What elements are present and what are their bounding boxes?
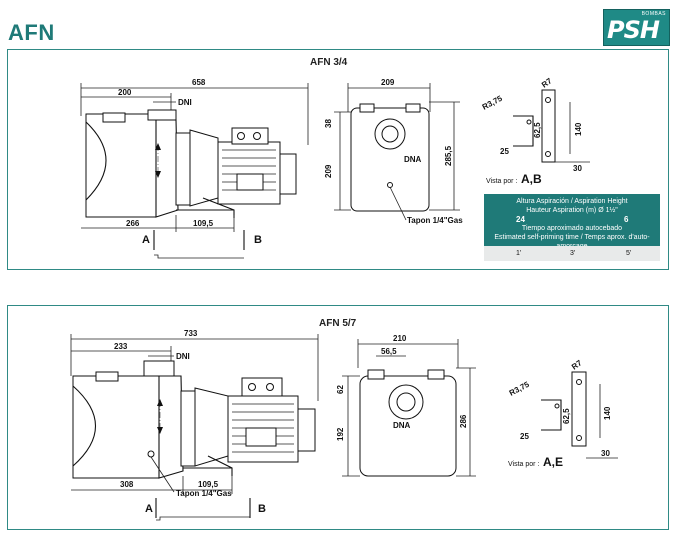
afn34-dni: DNI — [178, 98, 192, 107]
afn34-vista: Vista por : — [486, 178, 517, 185]
afn57-dim-top: 62 — [336, 385, 345, 394]
table-line-2-row: Hauteur Aspiration (m) Ø 1½" — [484, 206, 660, 215]
afn57-dim-length: 733 — [184, 329, 198, 338]
afn57-dim-height: 286 — [459, 414, 468, 428]
afn57-drawing: AFN 5/7 733 233 DNI 308 109,5 Tapon 1/4"… — [70, 318, 618, 521]
table-time-row: 1' 3' 5' — [484, 246, 660, 261]
afn34-dim-flange: 200 — [118, 88, 132, 97]
afn57-dim-left-h: 192 — [336, 427, 345, 441]
afn34-panel: AFN 3/4 658 200 DNI 266 109,5 A B 209 — [7, 49, 669, 270]
aspiration-table-header: Altura Aspiración / Aspiration Height Ha… — [484, 194, 660, 250]
afn34-vista-letters: A,B — [521, 172, 542, 186]
afn34-foot-r: R3,75 — [481, 94, 505, 112]
afn34-section-a: A — [142, 234, 150, 246]
afn34-section-b: B — [254, 234, 262, 246]
afn57-title: AFN 5/7 — [319, 318, 357, 329]
afn34-dim-base-right: 109,5 — [193, 219, 214, 228]
aspiration-table: Altura Aspiración / Aspiration Height Ha… — [484, 194, 660, 261]
afn34-dim-width: 209 — [381, 78, 395, 87]
brand-logo: BOMBAS PSH — [603, 9, 670, 46]
table-line-1: Altura Aspiración / Aspiration Height — [516, 198, 628, 205]
afn57-tapon: Tapon 1/4"Gas — [176, 489, 232, 498]
afn57-dim-width: 210 — [393, 334, 407, 343]
afn57-dna: DNA — [393, 421, 411, 430]
afn57-vista: Vista por : — [508, 461, 539, 468]
afn57-section-b: B — [258, 503, 266, 515]
afn57-foot-62: 62,5 — [562, 408, 571, 424]
logo-tag: BOMBAS — [641, 11, 666, 17]
afn57-dim-flange: 233 — [114, 342, 128, 351]
afn57-dim-base-right: 109,5 — [198, 480, 219, 489]
afn57-vista-letters: A,E — [543, 455, 563, 469]
table-value-6: 6 — [624, 215, 629, 224]
afn57-section-a: A — [145, 503, 153, 515]
afn34-foot-r2: R7 — [540, 76, 554, 90]
table-time-3: 3' — [570, 250, 576, 257]
afn34-dim-height: 285,5 — [444, 145, 453, 166]
afn57-dni: DNI — [176, 352, 190, 361]
table-line-2b: (m) Ø 1½" — [585, 207, 618, 214]
afn34-tapon: Tapon 1/4"Gas — [407, 216, 463, 225]
afn57-foot-r2: R7 — [570, 358, 584, 372]
table-values-row: 24 6 — [484, 215, 660, 224]
afn34-title: AFN 3/4 — [310, 57, 348, 68]
afn34-dim-top: 38 — [324, 119, 333, 128]
afn34-drawing: AFN 3/4 658 200 DNI 266 109,5 A B 209 — [80, 57, 590, 259]
table-line-3: Tiempo aproximado autocebado — [521, 225, 623, 232]
table-time-5: 5' — [626, 250, 632, 257]
afn34-foot-30: 30 — [573, 164, 582, 173]
afn57-dim-base-left: 308 — [120, 480, 134, 489]
table-value-24: 24 — [516, 215, 525, 224]
afn57-foot-25: 25 — [520, 432, 529, 441]
afn57-foot-140: 140 — [603, 406, 612, 420]
afn57-dim-inner: 56,5 — [381, 347, 397, 356]
afn34-foot-25: 25 — [500, 147, 509, 156]
afn34-dim-left-h: 209 — [324, 164, 333, 178]
table-line-2: Hauteur Aspiration — [526, 207, 584, 214]
afn34-foot-140: 140 — [574, 122, 583, 136]
afn34-foot-62: 62,5 — [533, 122, 542, 138]
afn34-dim-length: 658 — [192, 78, 206, 87]
page-title: AFN — [8, 20, 55, 45]
table-time-1: 1' — [516, 250, 522, 257]
afn57-panel: AFN 5/7 733 233 DNI 308 109,5 Tapon 1/4"… — [7, 305, 669, 530]
logo-text: PSH — [607, 16, 660, 44]
afn57-foot-r: R3,75 — [508, 380, 532, 398]
afn34-dna: DNA — [404, 155, 422, 164]
afn57-foot-30: 30 — [601, 449, 610, 458]
afn34-dim-base-left: 266 — [126, 219, 140, 228]
